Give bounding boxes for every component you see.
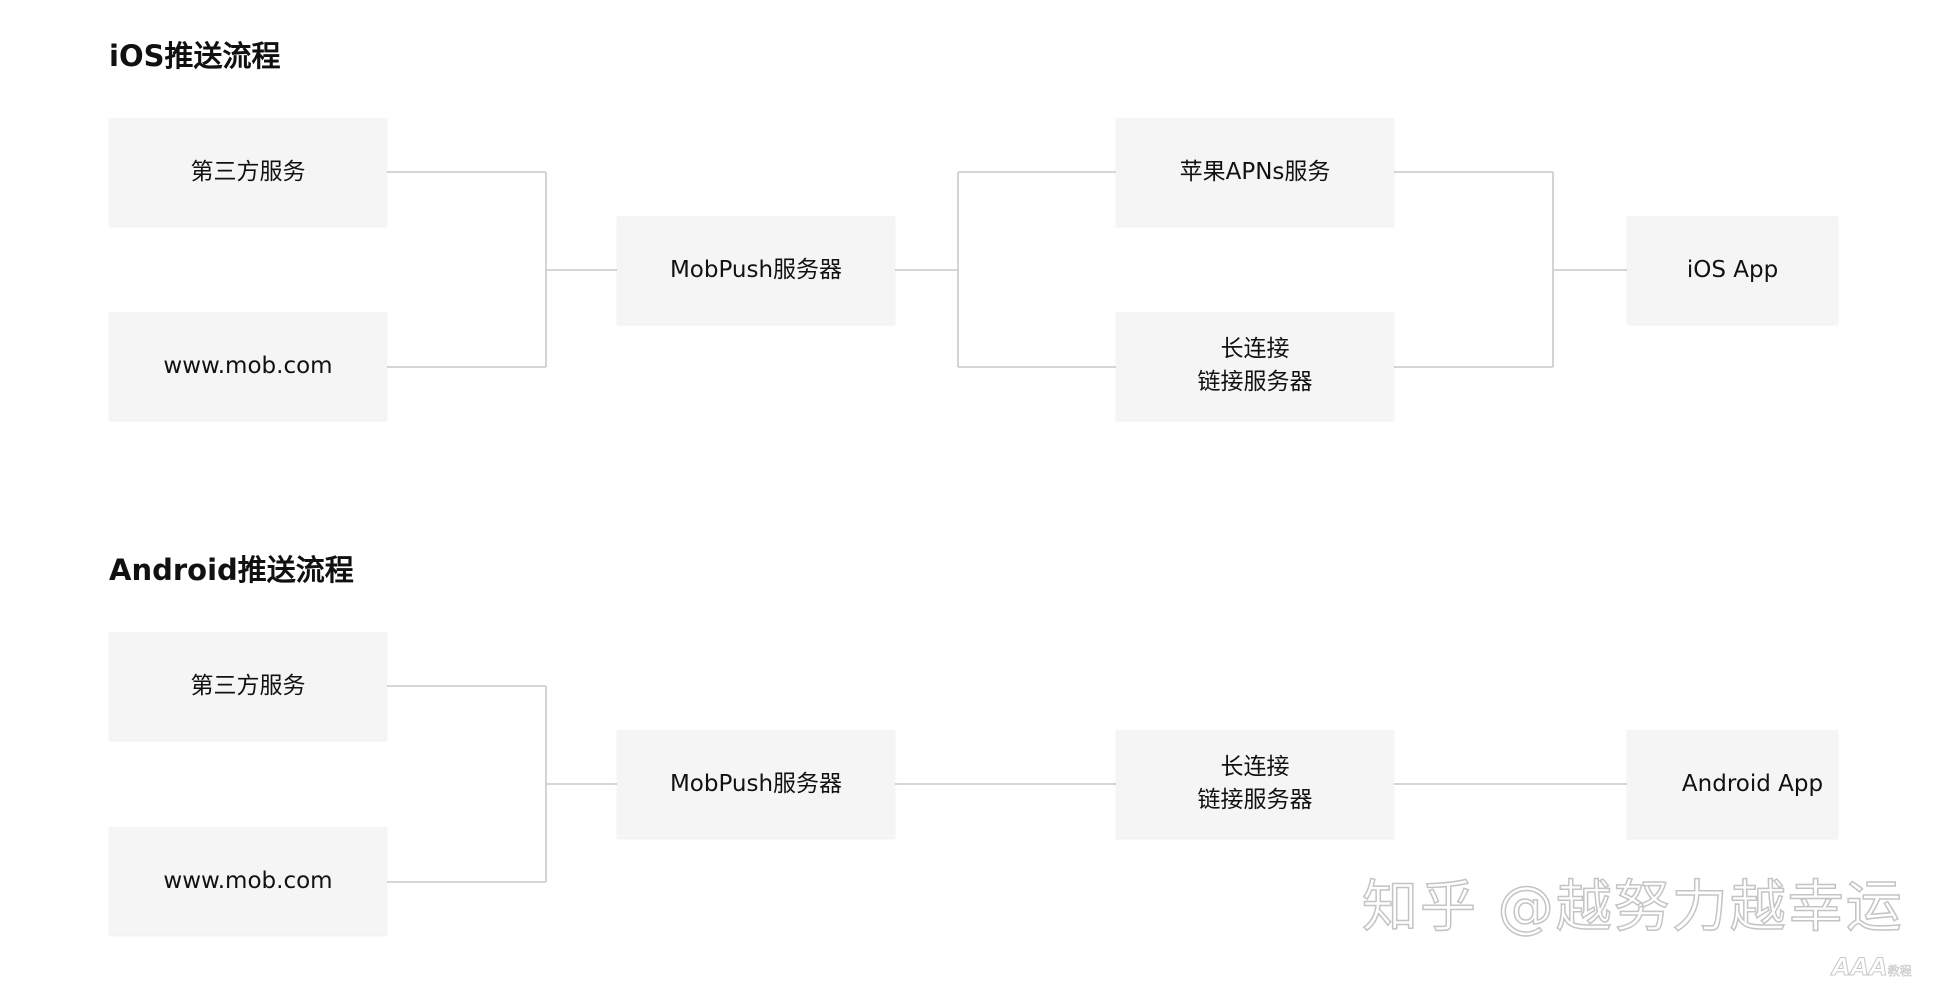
ios-mobpush-server-node: MobPush服务器 <box>617 216 895 324</box>
android-app-node: Android App <box>1627 730 1838 838</box>
android-website-node: www.mob.com <box>109 827 387 935</box>
ios-website-label: www.mob.com <box>163 352 333 379</box>
android-section-title: Android推送流程 <box>109 553 354 587</box>
corner-badge-text: AAA <box>1832 953 1889 981</box>
ios-long-connection-label-line1: 长连接 <box>1220 336 1290 362</box>
ios-apns-label: 苹果APNs服务 <box>1179 158 1331 185</box>
android-third-party-node: 第三方服务 <box>109 632 387 740</box>
ios-long-connection-label-line2: 链接服务器 <box>1197 369 1313 395</box>
ios-third-party-node: 第三方服务 <box>109 118 387 226</box>
android-third-party-label: 第三方服务 <box>190 672 306 699</box>
ios-mobpush-server-label: MobPush服务器 <box>669 256 843 283</box>
android-mobpush-server-node: MobPush服务器 <box>617 730 895 838</box>
android-long-connection-label-line1: 长连接 <box>1220 754 1290 780</box>
ios-app-node: iOS App <box>1627 216 1838 324</box>
ios-section-title: iOS推送流程 <box>109 39 281 73</box>
ios-third-party-label: 第三方服务 <box>190 158 306 185</box>
android-long-connection-label-line2: 链接服务器 <box>1197 787 1313 813</box>
ios-apns-node: 苹果APNs服务 <box>1116 118 1394 226</box>
ios-long-connection-node: 长连接 链接服务器 <box>1116 312 1394 420</box>
android-long-connection-node: 长连接 链接服务器 <box>1116 730 1394 838</box>
android-mobpush-server-label: MobPush服务器 <box>669 770 843 797</box>
corner-badge-suffix: 教程 <box>1887 964 1912 978</box>
corner-badge-watermark: AAA教程 <box>1832 953 1913 981</box>
ios-app-label: iOS App <box>1686 256 1779 283</box>
ios-website-node: www.mob.com <box>109 312 387 420</box>
android-app-label: Android App <box>1681 770 1824 797</box>
zhihu-watermark: 知乎 @越努力越幸运 <box>1361 875 1904 940</box>
android-website-label: www.mob.com <box>163 867 333 894</box>
